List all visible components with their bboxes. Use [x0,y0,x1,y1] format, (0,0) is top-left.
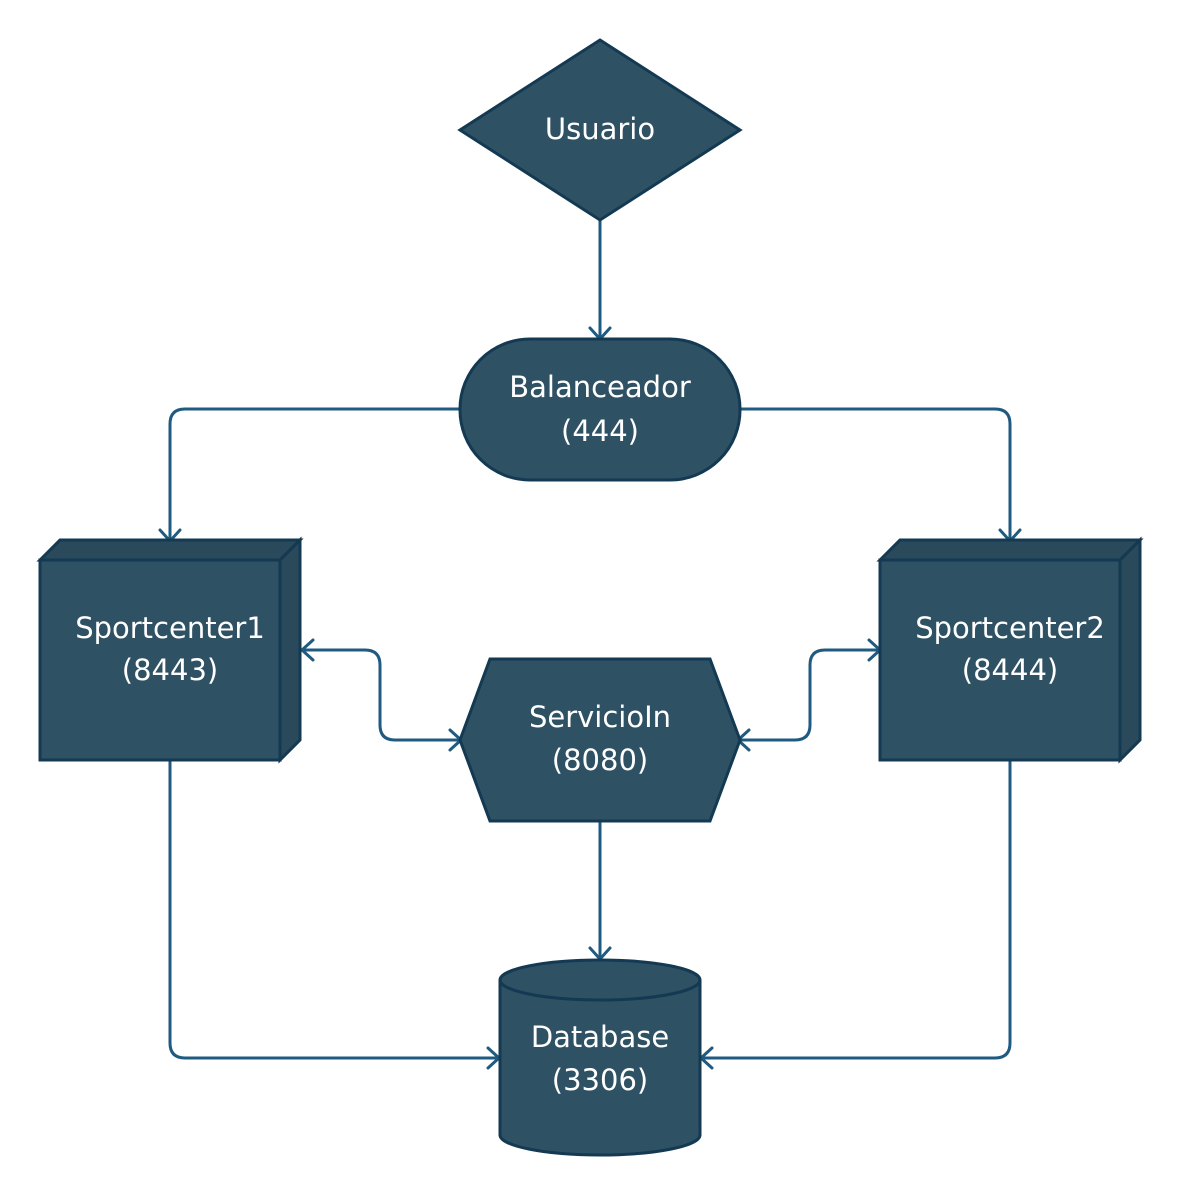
node-balanceador-label: Balanceador [509,370,691,404]
cylinder-body [498,980,702,1157]
box-front-face [38,558,282,762]
arrow-head-icon [300,638,315,662]
hexagon-shape [458,657,742,823]
node-servicioin[interactable]: ServicioIn (8080) [458,657,742,823]
node-sportcenter1-port: (8443) [122,653,218,687]
edge-sportcenter2-servicioin [736,638,882,752]
node-database-label: Database [531,1020,669,1054]
box-top-face [36,538,304,562]
edge-usuario-balanceador [588,218,612,341]
edge-sportcenter1-servicioin [300,638,463,752]
box-top-face [876,538,1144,562]
node-servicioin-label: ServicioIn [529,700,671,734]
edges [158,218,1022,1070]
box-front-face [878,558,1122,762]
node-sportcenter2[interactable]: Sportcenter2 (8444) [876,536,1144,764]
box-side-face [278,536,302,764]
cylinder-top [498,958,702,1002]
node-database-port: (3306) [552,1063,648,1097]
edge-sportcenter1-database [168,758,501,1070]
diamond-shape [457,38,743,222]
edge-balanceador-sportcenter2 [738,407,1022,543]
node-balanceador-port: (444) [561,414,639,448]
node-sportcenter2-label: Sportcenter2 [915,611,1105,645]
node-sportcenter1-label: Sportcenter1 [75,611,265,645]
node-servicioin-port: (8080) [552,743,648,777]
node-sportcenter1[interactable]: Sportcenter1 (8443) [36,536,304,764]
box-side-face [1118,536,1142,764]
edge-servicioin-database [588,819,612,961]
node-sportcenter2-port: (8444) [962,653,1058,687]
node-balanceador[interactable]: Balanceador (444) [458,337,742,482]
node-database[interactable]: Database (3306) [498,958,702,1157]
node-usuario[interactable]: Usuario [457,38,743,222]
edge-balanceador-sportcenter1 [158,407,462,543]
node-usuario-label: Usuario [545,112,655,146]
stadium-shape [458,337,742,482]
edge-sportcenter2-database [699,758,1012,1070]
